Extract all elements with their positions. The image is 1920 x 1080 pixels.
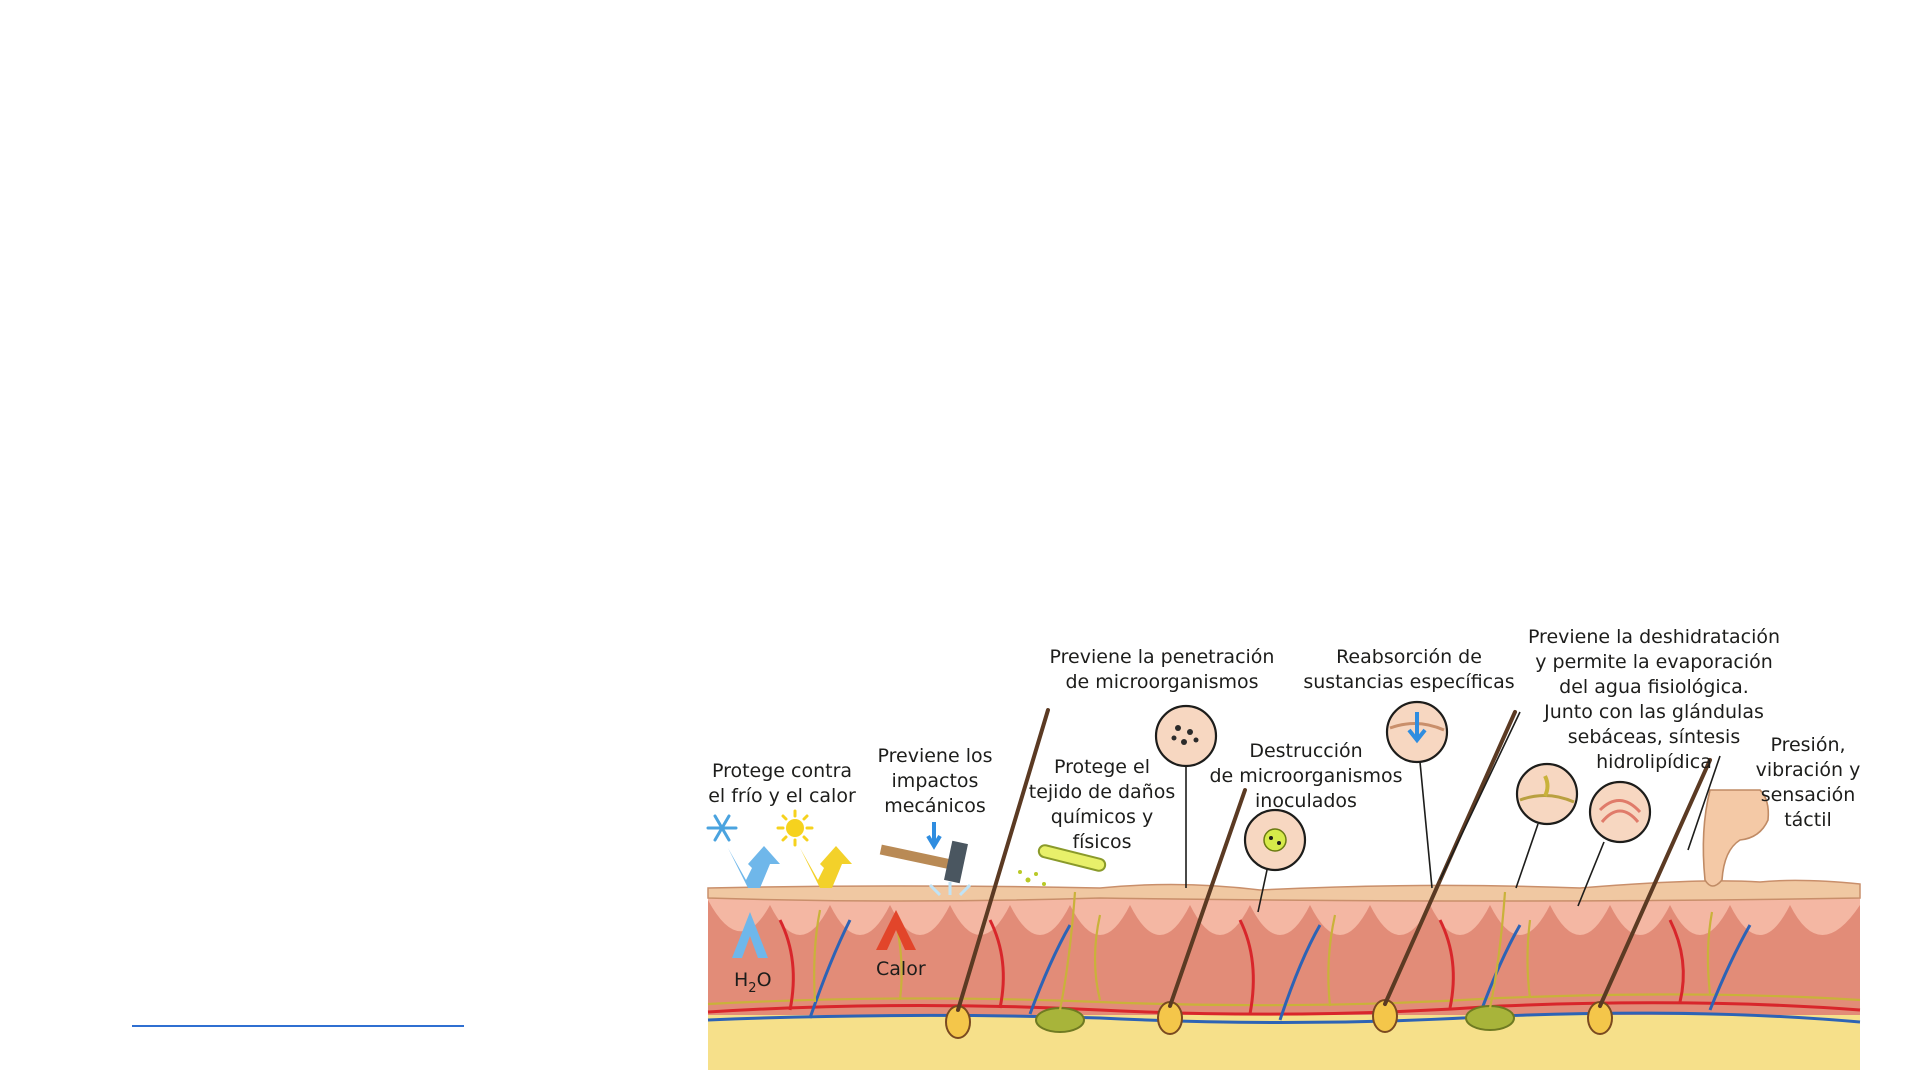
sweat-glands xyxy=(1035,891,1515,1033)
label-touch: Presión, vibración y sensación táctil xyxy=(1756,734,1861,831)
label-line: mecánicos xyxy=(884,795,986,817)
touch-leader xyxy=(1687,755,1721,851)
test-tube-icon xyxy=(1018,844,1107,886)
label-line: hidrolipídica xyxy=(1596,751,1712,773)
reabsorption-circle xyxy=(1385,700,1449,889)
label-line: táctil xyxy=(1784,809,1832,831)
label-reabsorption: Reabsorción de sustancias específicas xyxy=(1303,646,1514,693)
label-line: vibración y xyxy=(1756,759,1861,781)
snowflake-icon xyxy=(706,814,738,842)
branching-vessels xyxy=(778,919,1752,1021)
label-line: químicos y xyxy=(1051,806,1153,828)
label-line: físicos xyxy=(1072,831,1131,853)
water-label-sub: 2 xyxy=(748,981,756,996)
label-line: sustancias específicas xyxy=(1303,671,1514,693)
water-chevron-icon xyxy=(732,912,768,958)
heat-label: Calor xyxy=(876,958,926,980)
dehydration-circle-2 xyxy=(1577,780,1652,907)
label-line: tejido de daños xyxy=(1029,781,1175,803)
label-line: de microorganismos xyxy=(1065,671,1258,693)
microorganism-penetration-circle xyxy=(1154,704,1218,888)
skin-cross-section xyxy=(707,708,1861,1070)
water-label-o: O xyxy=(757,969,772,991)
heat-reflect-arrow xyxy=(800,846,852,888)
label-cold-heat: Protege contra el frío y el calor xyxy=(708,760,856,807)
label-impacts: Previene los impactos mecánicos xyxy=(878,745,993,817)
artery-main xyxy=(707,1001,1861,1016)
microorganism-destruction-circle xyxy=(1243,808,1307,913)
dehydration-circle-1 xyxy=(1515,762,1579,889)
label-line: inoculados xyxy=(1255,790,1357,812)
hair-follicles xyxy=(945,708,1712,1039)
blue-rule xyxy=(132,1025,464,1027)
label-line: Destrucción xyxy=(1249,740,1362,762)
label-line: Reabsorción de xyxy=(1336,646,1482,668)
label-line: Junto con las glándulas xyxy=(1543,701,1764,723)
hammer-icon xyxy=(879,822,968,884)
impact-splash-icon xyxy=(928,882,972,897)
label-dehydration: Previene la deshidratación y permite la … xyxy=(1528,626,1780,773)
vein-main xyxy=(707,1011,1861,1025)
dehydration-leader xyxy=(1439,711,1521,881)
label-line: Protege contra xyxy=(712,760,852,782)
label-line: Previene la penetración xyxy=(1050,646,1275,668)
epidermis-layer xyxy=(707,879,1861,902)
label-line: el frío y el calor xyxy=(708,785,856,807)
label-line: Previene los xyxy=(878,745,993,767)
dermal-papillae xyxy=(708,892,1860,935)
label-line: Presión, xyxy=(1770,734,1845,756)
label-line: del agua fisiológica. xyxy=(1559,676,1749,698)
label-line: Protege el xyxy=(1054,756,1150,778)
label-destruction: Destrucción de microorganismos inoculado… xyxy=(1209,740,1402,812)
label-line: sebáceas, síntesis xyxy=(1568,726,1740,748)
water-label: H2O xyxy=(734,969,772,996)
label-line: y permite la evaporación xyxy=(1535,651,1773,673)
label-line: de microorganismos xyxy=(1209,765,1402,787)
heat-chevron-icon xyxy=(876,910,916,950)
label-penetration: Previene la penetración de microorganism… xyxy=(1050,646,1275,693)
label-line: impactos xyxy=(892,770,979,792)
label-line: Previene la deshidratación xyxy=(1528,626,1780,648)
label-line: sensación xyxy=(1761,784,1856,806)
nerve-endings xyxy=(813,909,1714,1007)
cold-reflect-arrow xyxy=(728,846,780,888)
water-label-h: H xyxy=(734,969,748,991)
pointing-finger-icon xyxy=(1702,789,1770,887)
sun-icon xyxy=(776,809,814,847)
label-chemical: Protege el tejido de daños químicos y fí… xyxy=(1029,756,1175,853)
hypodermis-layer xyxy=(708,1010,1860,1070)
